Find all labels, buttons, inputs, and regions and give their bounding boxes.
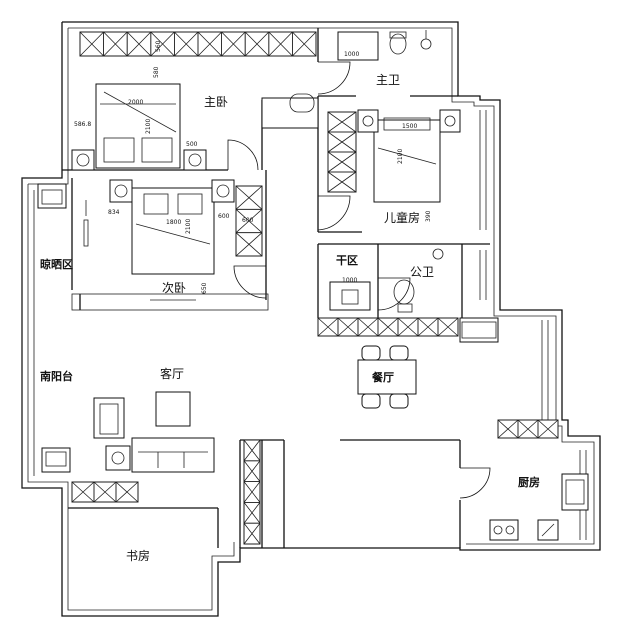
master-bath-fixtures	[289, 30, 432, 113]
label-master-bedroom: 主卧	[204, 95, 228, 109]
dim-second-bed-width: 1800	[166, 219, 181, 226]
outer-walls	[21, 21, 601, 617]
windows	[479, 110, 587, 540]
dining-cabinets	[317, 317, 499, 343]
label-dining-room: 餐厅	[371, 370, 394, 384]
label-kitchen: 厨房	[518, 475, 540, 489]
dim-kids-gap: 390	[425, 210, 432, 222]
second-bedroom-furniture	[109, 179, 263, 275]
dim-second-bed-length: 2100	[185, 219, 192, 234]
dim-master-nightstand: 500	[186, 141, 198, 148]
label-kids-room: 儿童房	[384, 210, 420, 225]
dim-master-bed-length: 2100	[145, 119, 152, 134]
dim-master-wardrobe-gap: 580	[153, 66, 160, 78]
dim-second-side-gap: 834	[108, 209, 120, 216]
kids-room-furniture	[327, 109, 461, 203]
dim-master-wardrobe-depth: 560	[155, 40, 162, 52]
dim-bath-vanity: 1000	[344, 51, 359, 58]
label-drying-area: 晾晒区	[40, 257, 73, 271]
dim-master-bed-width: 2000	[128, 99, 143, 106]
dining-table	[357, 345, 417, 409]
label-public-bath: 公卫	[410, 265, 434, 279]
dimension-labels: 2000 2100 586.8 500 580 560 1000 1500 21…	[74, 40, 432, 294]
label-master-bath: 主卫	[376, 73, 400, 87]
dim-second-wardrobe: 600	[242, 217, 254, 224]
dim-kids-bed-width: 1500	[402, 123, 417, 130]
dim-second-gap: 650	[201, 282, 208, 294]
dim-second-nightstand: 600	[218, 213, 230, 220]
label-second-bedroom: 次卧	[162, 281, 186, 295]
dim-master-side-gap: 586.8	[74, 121, 91, 128]
label-study: 书房	[126, 548, 150, 563]
living-room-furniture	[93, 391, 215, 473]
master-bed	[71, 83, 207, 171]
room-labels: 主卧 主卫 儿童房 次卧 晾晒区 干区 公卫 南阳台 客厅 餐厅 厨房 书房	[40, 73, 540, 563]
public-bath-fixtures	[329, 248, 444, 313]
kitchen-furniture	[489, 419, 589, 541]
dim-kids-bed-length: 2100	[397, 149, 404, 164]
label-living-room: 客厅	[160, 366, 184, 381]
doors	[227, 61, 491, 499]
label-dry-zone: 干区	[336, 254, 358, 267]
dim-public-bath-vanity: 1000	[342, 277, 357, 284]
washer	[37, 183, 89, 247]
balcony-appliance	[41, 447, 71, 473]
label-south-balcony: 南阳台	[40, 369, 73, 383]
study-cabinets	[71, 439, 261, 545]
master-wardrobe	[79, 31, 317, 57]
